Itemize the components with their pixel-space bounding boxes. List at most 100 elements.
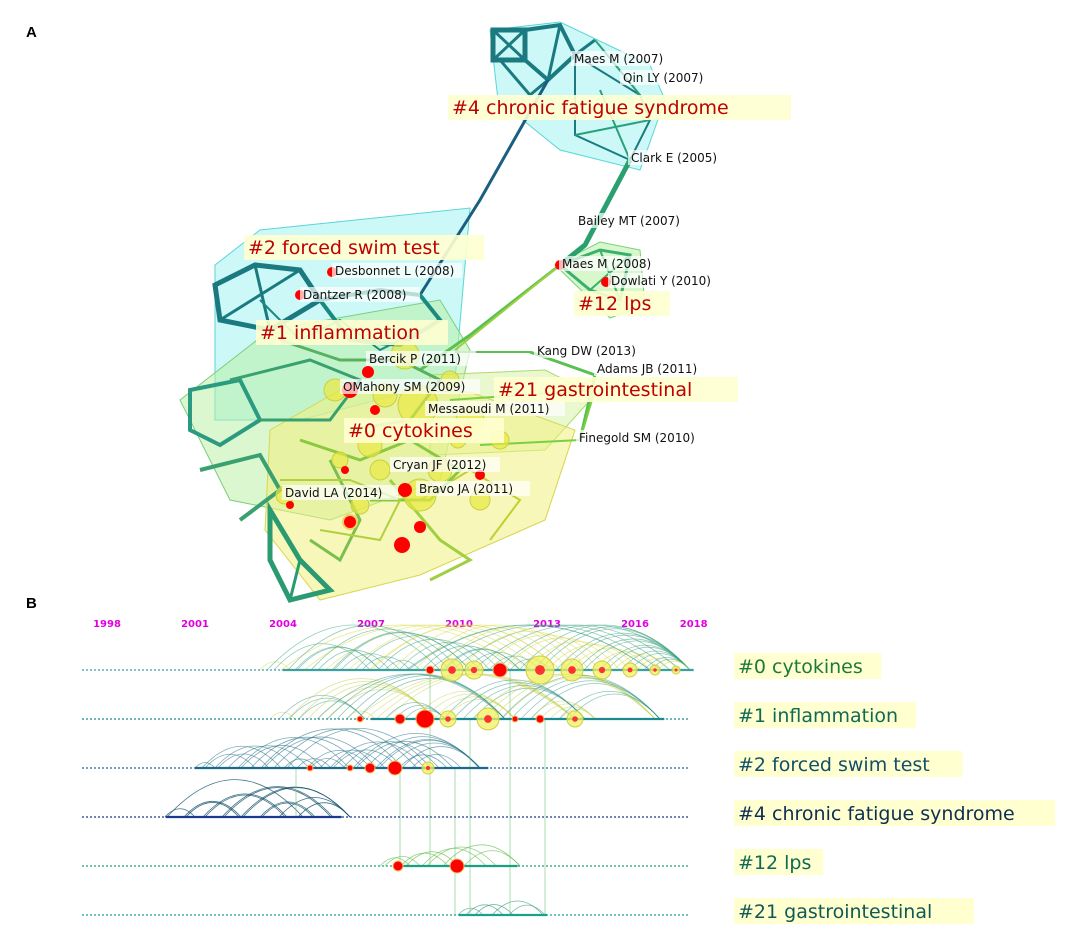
citation-arc (465, 904, 504, 916)
node-label-finegold-2010: Finegold SM (2010) (579, 431, 695, 445)
node-label-desbonnet-2008: Desbonnet L (2008) (335, 264, 454, 278)
timeline-burst-node (415, 709, 435, 729)
timeline-label-bg (734, 849, 824, 875)
timeline-label: #12 lps (738, 852, 811, 874)
node-label-dowlati-2010: Dowlati Y (2010) (611, 274, 711, 288)
node-label-cryan-2012: Cryan JF (2012) (393, 458, 486, 472)
citation-arc (273, 728, 418, 769)
timeline-node-core (598, 666, 606, 674)
node-label-bailey-2007: Bailey MT (2007) (578, 214, 680, 228)
timeline-label-bg (734, 800, 1056, 826)
citation-arc (558, 690, 661, 720)
citation-arc (286, 728, 432, 769)
node-label-adams-2011: Adams JB (2011) (597, 362, 697, 376)
citation-arc (426, 846, 497, 867)
citation-arc (345, 710, 376, 720)
citation-arc (242, 787, 351, 818)
citation-arc (310, 628, 461, 671)
citation-arc (435, 627, 591, 671)
citation-arc (491, 900, 544, 916)
timeline-rows (82, 668, 694, 917)
timeline-burst-node (356, 715, 364, 723)
cluster-label-1: #1 inflammation (260, 322, 420, 344)
citation-arc (583, 640, 691, 671)
timeline-burst-node (492, 662, 508, 678)
cluster-label-2: #2 forced swim test (248, 237, 440, 259)
timeline-label: #0 cytokines (738, 656, 863, 678)
cluster-label-4: #4 chronic fatigue syndrome (452, 97, 729, 119)
timeline-node-core (535, 665, 545, 675)
citation-arc (164, 808, 196, 818)
citation-arc (428, 624, 661, 671)
citation-arc (250, 736, 364, 769)
citation-arc (329, 741, 426, 769)
node-labels: Maes M (2007) Qin LY (2007) Clark E (200… (282, 51, 732, 500)
citation-arc (495, 624, 691, 671)
timeline-label: #2 forced swim test (738, 754, 930, 776)
timeline-burst-node (394, 713, 406, 725)
citation-arc (309, 757, 346, 769)
citation-arc (657, 660, 691, 671)
timeline-burst-node (306, 764, 314, 772)
timeline-node-core (572, 716, 578, 722)
node-label-maes-2007: Maes M (2007) (574, 52, 663, 66)
citation-arc (223, 787, 332, 818)
citation-arc (240, 745, 324, 769)
citation-arc (319, 749, 386, 769)
citation-arc (283, 758, 318, 769)
year-label: 1998 (93, 619, 121, 630)
timeline-burst-node (449, 858, 465, 874)
node-label-bercik-2011: Bercik P (2011) (369, 352, 461, 366)
timeline-label: #1 inflammation (738, 705, 898, 727)
timeline-burst-node (425, 665, 435, 675)
timeline-node-core (425, 765, 431, 771)
citation-arc (266, 624, 441, 671)
citation-arc (384, 659, 421, 671)
citation-arc (183, 801, 242, 818)
citation-arc (458, 630, 601, 671)
citation-arc (296, 758, 332, 769)
citation-arc (391, 624, 571, 671)
citation-arc (221, 786, 334, 818)
citation-arc (368, 624, 561, 671)
citation-arc (342, 741, 440, 769)
year-label: 2004 (269, 619, 297, 630)
citation-arc (269, 711, 296, 720)
year-label: 2001 (181, 619, 209, 630)
year-label: 2013 (533, 619, 561, 630)
timeline-label-bg (734, 751, 963, 777)
citation-arc (375, 739, 481, 769)
timeline-node-core (445, 716, 451, 722)
node-label-omahony-2009: OMahony SM (2009) (343, 380, 465, 394)
citation-arc (355, 740, 454, 769)
citation-arc (261, 802, 314, 818)
citation-arc (331, 631, 471, 671)
citation-arc (227, 745, 310, 769)
node-label-maes-2008: Maes M (2008) (562, 257, 651, 271)
network-panel: Maes M (2007) Qin LY (2007) Clark E (200… (179, 21, 791, 603)
citation-arc (260, 728, 404, 769)
timeline-burst-node (511, 715, 519, 723)
node-label-clark-2005: Clark E (2005) (631, 151, 717, 165)
timeline-label-bg (734, 898, 974, 924)
timeline-nodes (306, 655, 681, 874)
timeline-burst-node (535, 714, 545, 724)
node-label-bravo-2011: Bravo JA (2011) (419, 482, 513, 496)
timeline-label-bg (734, 653, 882, 679)
timeline-node-core (674, 668, 678, 672)
citation-arc (398, 641, 501, 671)
citation-arc (294, 646, 381, 671)
timeline-burst-node (346, 764, 354, 772)
citation-arc (214, 745, 296, 769)
citation-arc (481, 634, 611, 671)
year-label: 2007 (357, 619, 385, 630)
citation-arc (502, 637, 621, 671)
citation-arc (398, 754, 448, 769)
citation-arc (421, 848, 487, 867)
citation-arc (194, 762, 216, 769)
timeline-burst-node (387, 760, 403, 776)
timeline-burst-node (392, 860, 404, 872)
timeline-label-bg (734, 702, 916, 728)
citation-arc (384, 855, 421, 867)
